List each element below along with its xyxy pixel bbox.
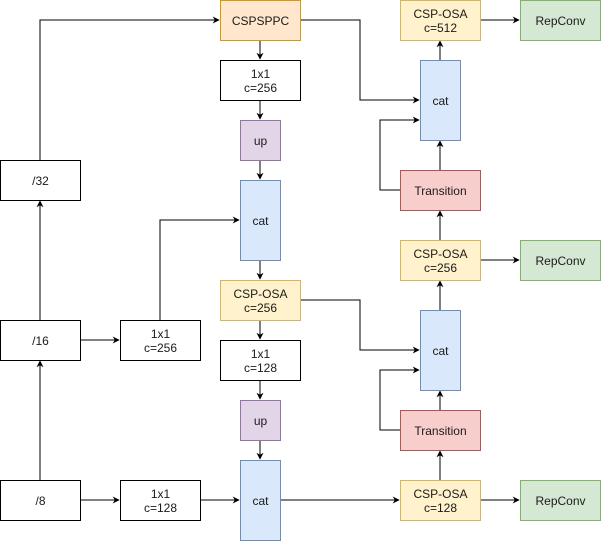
node-concat-4[interactable]: cat xyxy=(420,60,461,141)
edge-osa256a-cat3 xyxy=(300,299,420,354)
node-sublabel: c=256 xyxy=(423,260,458,275)
node-label: 1x1 xyxy=(250,346,271,361)
node-sublabel: c=128 xyxy=(423,500,458,515)
node-label: 1x1 xyxy=(150,486,171,501)
node-label: 1x1 xyxy=(250,66,271,81)
node-label: CSP-OSA xyxy=(233,286,288,301)
node-label: cat xyxy=(432,93,449,108)
node-concat-3[interactable]: cat xyxy=(420,310,461,391)
node-repconv-p5[interactable]: RepConv xyxy=(520,0,601,41)
node-label: CSP-OSA xyxy=(413,486,468,501)
node-sublabel: c=128 xyxy=(243,360,278,375)
node-label: Transition xyxy=(414,183,467,198)
edge-trans2-cat4-loop xyxy=(379,116,420,191)
node-sublabel: c=256 xyxy=(143,340,178,355)
node-sublabel: c=512 xyxy=(423,20,458,35)
node-sublabel: c=256 xyxy=(243,300,278,315)
node-sublabel: c=256 xyxy=(243,80,278,95)
node-repconv-p3[interactable]: RepConv xyxy=(520,480,601,521)
node-transition-1[interactable]: Transition xyxy=(400,410,481,451)
node-label: 1x1 xyxy=(150,326,171,341)
node-label: cat xyxy=(432,343,449,358)
node-stride-32[interactable]: /32 xyxy=(0,160,81,201)
node-cspsppc[interactable]: CSPSPPC xyxy=(220,0,301,41)
node-label: RepConv xyxy=(535,493,586,508)
node-label: up xyxy=(253,413,268,428)
node-label: RepConv xyxy=(535,253,586,268)
node-label: /32 xyxy=(32,173,49,188)
edge-s32-cspsppc xyxy=(39,16,220,160)
node-label: cat xyxy=(252,213,269,228)
node-label: RepConv xyxy=(535,13,586,28)
node-transition-2[interactable]: Transition xyxy=(400,170,481,211)
node-label: cat xyxy=(252,493,269,508)
node-stride-16[interactable]: /16 xyxy=(0,320,81,361)
node-label: CSP-OSA xyxy=(413,6,468,21)
node-label: /16 xyxy=(32,333,49,348)
node-sublabel: c=128 xyxy=(143,500,178,515)
node-label: /8 xyxy=(35,493,46,508)
node-label: CSPSPPC xyxy=(231,13,290,28)
edge-trans1-cat3-loop xyxy=(379,366,420,431)
node-upsample-1[interactable]: up xyxy=(240,120,281,161)
node-upsample-2[interactable]: up xyxy=(240,400,281,441)
node-label: Transition xyxy=(414,423,467,438)
node-label: up xyxy=(253,133,268,148)
edge-cspsppc-cat4 xyxy=(300,19,420,104)
node-label: CSP-OSA xyxy=(413,246,468,261)
node-concat-1[interactable]: cat xyxy=(240,180,281,261)
edge-c16-cat1 xyxy=(159,216,240,320)
node-concat-2[interactable]: cat xyxy=(240,460,281,541)
node-repconv-p4[interactable]: RepConv xyxy=(520,240,601,281)
node-stride-8[interactable]: /8 xyxy=(0,480,81,521)
